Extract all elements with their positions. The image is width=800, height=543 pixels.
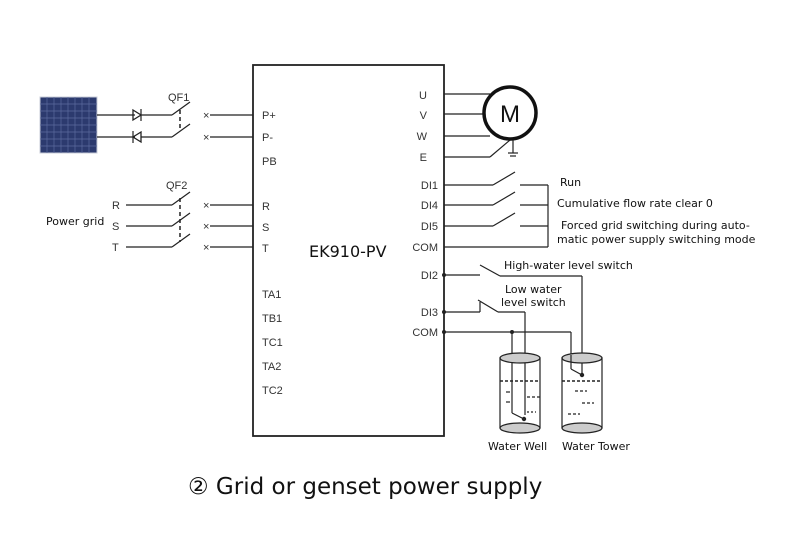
di5-function-line2: matic power supply switching mode xyxy=(557,233,756,246)
terminal-tb1: TB1 xyxy=(262,313,282,325)
terminal-x-mark: × xyxy=(203,200,209,212)
terminal-u: U xyxy=(419,90,427,102)
di-switch-group xyxy=(444,171,549,248)
low-water-switch-label-2: level switch xyxy=(501,296,566,309)
terminal-di1: DI1 xyxy=(421,180,438,192)
solar-panel-icon xyxy=(39,96,98,154)
terminal-r: R xyxy=(262,201,270,213)
terminal-di3: DI3 xyxy=(421,307,438,319)
qf1-label: QF1 xyxy=(168,92,189,104)
water-well-icon xyxy=(499,352,541,434)
terminal-p-plus: P+ xyxy=(262,110,276,122)
terminal-com-1: COM xyxy=(412,242,438,254)
water-tower-label: Water Tower xyxy=(562,440,630,453)
grid-phase-r: R xyxy=(112,200,120,212)
motor-icon: M xyxy=(482,85,538,141)
water-tower-icon xyxy=(561,352,603,434)
inverter-box xyxy=(252,64,445,437)
terminal-com-2: COM xyxy=(412,327,438,339)
water-well-label: Water Well xyxy=(488,440,547,453)
power-grid-label: Power grid xyxy=(46,215,104,228)
terminal-di4: DI4 xyxy=(421,200,438,212)
motor-symbol: M xyxy=(500,101,520,128)
terminal-x-mark: × xyxy=(203,242,209,254)
high-water-switch-label: High-water level switch xyxy=(504,259,633,272)
ground-icon xyxy=(508,140,518,157)
qf2-label: QF2 xyxy=(166,180,187,192)
terminal-tc1: TC1 xyxy=(262,337,283,349)
qf1-breaker xyxy=(171,101,191,138)
grid-phase-t: T xyxy=(112,242,119,254)
terminal-t: T xyxy=(262,243,269,255)
terminal-ta2: TA2 xyxy=(262,361,281,373)
terminal-v: V xyxy=(420,110,428,122)
terminal-ta1: TA1 xyxy=(262,289,281,301)
terminal-x-mark: × xyxy=(203,221,209,233)
di1-function: Run xyxy=(560,176,581,189)
di4-function: Cumulative flow rate clear 0 xyxy=(557,197,713,210)
terminal-x-mark: × xyxy=(203,132,209,144)
terminal-s: S xyxy=(262,222,269,234)
low-water-switch-label-1: Low water xyxy=(505,283,562,296)
diagram-caption: ② Grid or genset power supply xyxy=(188,474,542,500)
device-label: EK910-PV xyxy=(309,242,387,261)
terminal-w: W xyxy=(417,131,428,143)
grid-phase-s: S xyxy=(112,221,119,233)
terminal-pb: PB xyxy=(262,156,277,168)
diode-icon xyxy=(131,130,142,144)
terminal-tc2: TC2 xyxy=(262,385,283,397)
di5-function-line1: Forced grid switching during auto- xyxy=(561,219,750,232)
qf2-breaker xyxy=(171,191,191,248)
terminal-di2: DI2 xyxy=(421,270,438,282)
terminal-p-minus: P- xyxy=(262,132,273,144)
terminal-e: E xyxy=(420,152,427,164)
terminal-di5: DI5 xyxy=(421,221,438,233)
terminal-x-mark: × xyxy=(203,110,209,122)
